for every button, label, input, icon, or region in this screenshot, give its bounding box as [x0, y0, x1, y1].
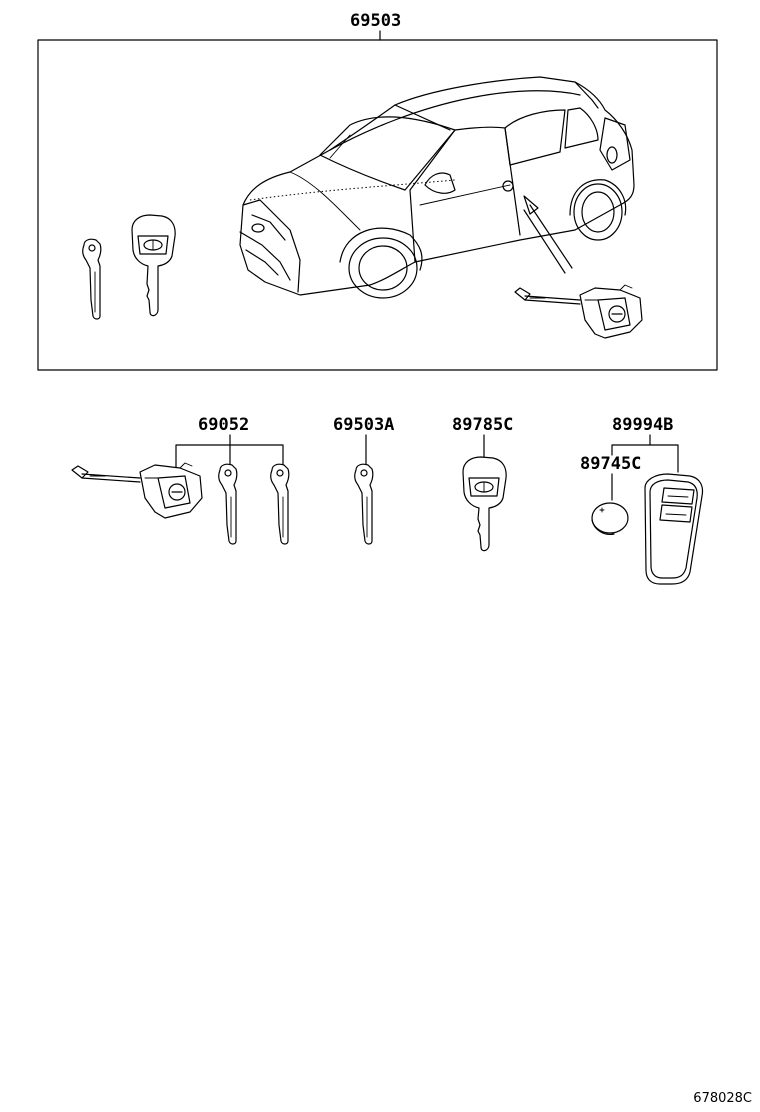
bracket-89994B — [611, 434, 679, 473]
transponder-key-in-box — [131, 214, 176, 317]
bracket-69052 — [175, 434, 284, 471]
lock-cylinder-69052 — [71, 462, 203, 519]
key-69503A — [354, 463, 374, 545]
battery-89745C — [591, 502, 629, 535]
label-69503: 69503 — [350, 11, 401, 31]
key-69052-b — [270, 463, 290, 545]
car-illustration — [239, 76, 635, 299]
lock-cylinder-in-box — [514, 284, 643, 339]
label-69052: 69052 — [198, 415, 249, 435]
assembly-box — [37, 39, 718, 371]
smart-key-89994B — [644, 473, 704, 585]
diagram-code: 678028C — [693, 1091, 752, 1106]
blank-key-in-box — [82, 238, 102, 320]
key-69052-a — [218, 463, 238, 545]
key-89785C — [462, 456, 507, 552]
label-89745C: 89745C — [580, 454, 641, 474]
label-89994B: 89994B — [612, 415, 673, 435]
label-89785C: 89785C — [452, 415, 513, 435]
label-69503A: 69503A — [333, 415, 394, 435]
